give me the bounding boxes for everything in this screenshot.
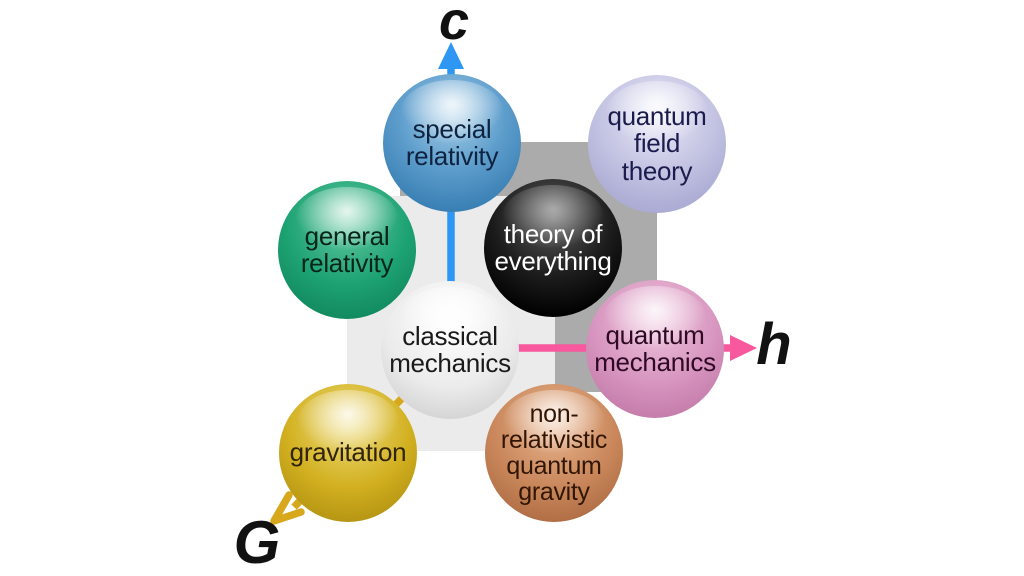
c-axis-arrowhead bbox=[438, 42, 464, 69]
c-axis-label: c bbox=[438, 0, 470, 51]
sphere-gravitation: gravitation bbox=[279, 384, 417, 522]
h-axis-arrowhead bbox=[730, 335, 757, 361]
sphere-quantum-field-theory-label: quantum field theory bbox=[607, 101, 707, 186]
sphere-non-relativistic-quantum-gravity: non- relativistic quantum gravity bbox=[485, 384, 623, 522]
g-axis-arrowhead bbox=[270, 491, 305, 525]
h-axis-label: h bbox=[756, 312, 792, 377]
sphere-non-relativistic-quantum-gravity-label: non- relativistic quantum gravity bbox=[500, 399, 608, 507]
sphere-quantum-mechanics-label: quantum mechanics bbox=[594, 319, 716, 377]
sphere-classical-mechanics-label: classical mechanics bbox=[389, 320, 511, 378]
sphere-special-relativity: special relativity bbox=[383, 74, 521, 212]
sphere-quantum-mechanics: quantum mechanics bbox=[586, 280, 724, 418]
sphere-theory-of-everything-label: theory of everything bbox=[494, 218, 612, 276]
sphere-general-relativity-label: general relativity bbox=[300, 220, 394, 278]
g-axis-label: G bbox=[233, 509, 281, 576]
sphere-gravitation-label: gravitation bbox=[289, 437, 407, 468]
sphere-quantum-field-theory: quantum field theory bbox=[588, 75, 726, 213]
sphere-special-relativity-label: special relativity bbox=[405, 113, 499, 171]
sphere-theory-of-everything: theory of everything bbox=[484, 179, 622, 317]
sphere-classical-mechanics: classical mechanics bbox=[381, 281, 519, 419]
sphere-general-relativity: general relativity bbox=[278, 181, 416, 319]
